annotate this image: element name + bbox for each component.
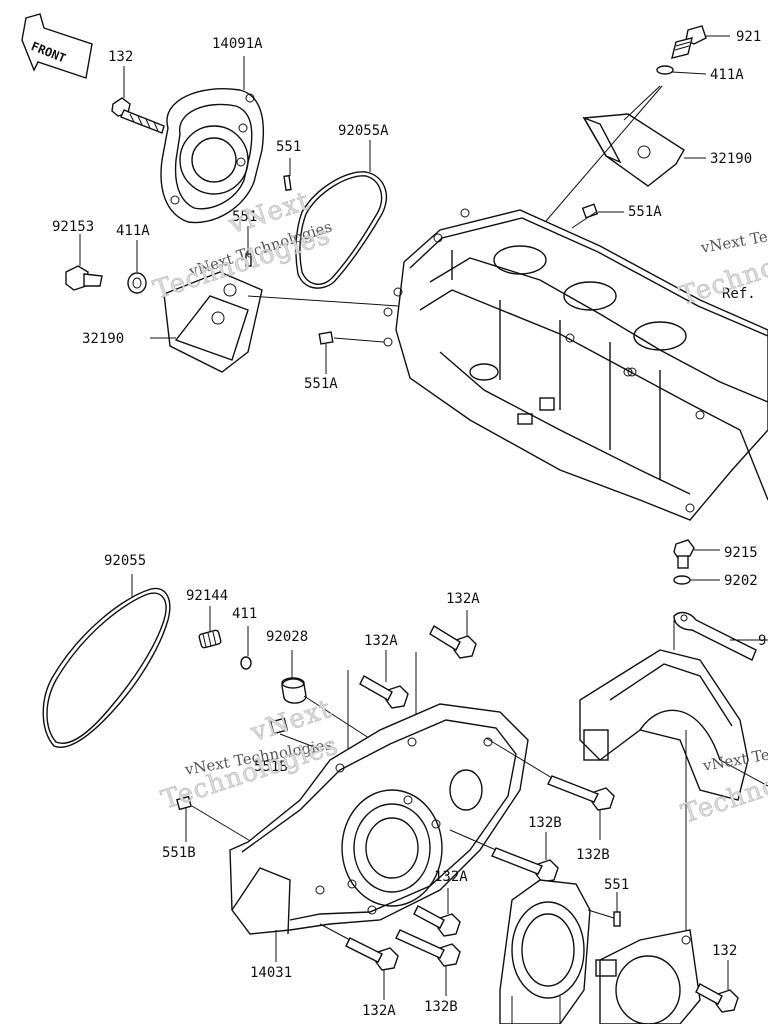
- pin-551-low-icon: [613, 911, 621, 927]
- part-label: 551A: [628, 204, 662, 220]
- pin-551b-icon: [269, 717, 289, 735]
- cover-14091a-icon: [160, 88, 265, 224]
- part-label: 9202: [724, 573, 758, 589]
- part-label: 92153: [52, 219, 95, 235]
- o-ring-92055-icon: [42, 587, 171, 748]
- pump-icon: [595, 929, 701, 1024]
- part-label: 411A: [116, 223, 150, 239]
- part-label: 551A: [304, 376, 338, 392]
- part-label: 132A: [446, 591, 480, 607]
- o-ring-92055a-icon: [295, 171, 387, 289]
- part-label: 92144: [186, 588, 229, 604]
- part-label: 132A: [434, 869, 468, 885]
- part-label: 551B: [162, 845, 196, 861]
- part-label: 132B: [576, 847, 610, 863]
- bolt-132b-icon: [547, 775, 615, 811]
- pin-551a-icon: [581, 203, 599, 219]
- bolt-9215-icon: [673, 539, 695, 569]
- bolt-132b-2-icon: [491, 847, 559, 883]
- sleeve-92028-icon: [281, 677, 307, 704]
- crankcase-icon: [383, 208, 768, 521]
- part-label: 132B: [424, 999, 458, 1015]
- part-label: 551B: [254, 759, 288, 775]
- bolt-132a-2-icon: [359, 675, 409, 709]
- part-label: 32190: [82, 331, 125, 347]
- strap-icon: [673, 611, 757, 661]
- cover-guard-icon: [579, 649, 749, 801]
- spring-92144-icon: [198, 629, 222, 649]
- bolt-132a-3-icon: [413, 905, 461, 937]
- part-label: 132A: [364, 633, 398, 649]
- part-label: 14031: [250, 965, 293, 981]
- pin-551-icon: [283, 174, 292, 192]
- bolt-132b-3-icon: [395, 929, 461, 967]
- part-label: 14091A: [212, 36, 263, 52]
- ref-note: Ref.: [722, 286, 756, 302]
- pin-551a-left-icon: [318, 331, 334, 345]
- gasket-icon: [499, 879, 591, 1024]
- front-arrow-icon: [21, 13, 93, 79]
- bolt-921-icon: [671, 25, 707, 59]
- washer-411-icon: [240, 656, 252, 670]
- bolt-132a-4-icon: [345, 937, 399, 971]
- bolt-92153-icon: [65, 265, 103, 291]
- part-label: 551: [604, 877, 630, 893]
- pin-551b-left-icon: [176, 795, 192, 811]
- washer-9202-icon: [673, 575, 691, 585]
- part-label: 551: [276, 139, 302, 155]
- part-label: 132: [712, 943, 738, 959]
- part-label: 132A: [362, 1003, 396, 1019]
- bolt-132-right-icon: [695, 983, 739, 1013]
- part-label: 9215: [724, 545, 758, 561]
- part-label: 411: [232, 606, 258, 622]
- part-label: 132B: [528, 815, 562, 831]
- part-label: 32190: [710, 151, 753, 167]
- bolt-132a-icon: [429, 625, 477, 659]
- cover-14031-icon: [229, 703, 529, 935]
- washer-411a-left-icon: [127, 272, 147, 294]
- part-label: 92055: [104, 553, 147, 569]
- part-label: 551: [232, 209, 258, 225]
- part-label: 9: [758, 633, 767, 649]
- part-label: 411A: [710, 67, 744, 83]
- bolt-icon: [111, 97, 165, 134]
- part-label: 132: [108, 49, 134, 65]
- bracket-32190-icon: [582, 113, 685, 187]
- part-label: 921: [736, 29, 762, 45]
- part-label: 92028: [266, 629, 309, 645]
- washer-411a-icon: [656, 65, 674, 75]
- part-label: 92055A: [338, 123, 389, 139]
- bracket-32190-left-icon: [163, 271, 263, 373]
